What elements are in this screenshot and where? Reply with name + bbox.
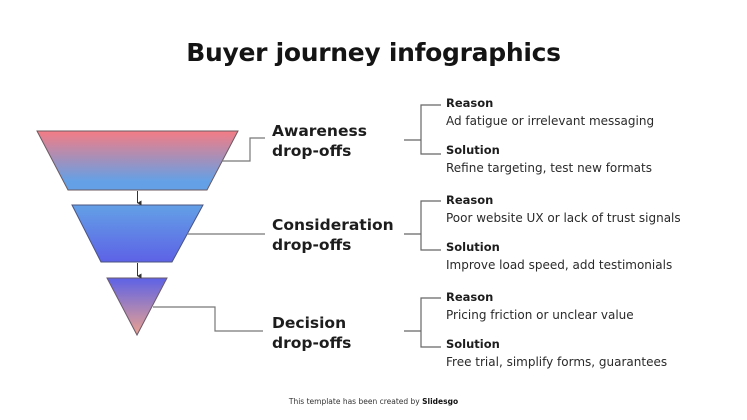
solution-text: Refine targeting, test new formats <box>446 161 652 175</box>
reason-text: Ad fatigue or irrelevant messaging <box>446 114 655 128</box>
reason-text: Pricing friction or unclear value <box>446 308 634 322</box>
stage-label-decision: Decision drop-offs <box>272 313 351 353</box>
reason-heading: Reason <box>446 193 494 207</box>
funnel-tier-consideration <box>71 204 204 263</box>
stage-label-line1: Decision <box>272 314 347 332</box>
solution-heading: Solution <box>446 240 500 254</box>
connector-decision <box>153 306 263 332</box>
bracket-awareness <box>404 104 441 155</box>
footer-credit: This template has been created by Slides… <box>0 397 747 406</box>
stage-label-line1: Consideration <box>272 216 394 234</box>
reason-heading: Reason <box>446 96 494 110</box>
stage-label-line1: Awareness <box>272 122 367 140</box>
connector-awareness <box>222 137 265 162</box>
stage-label-consideration: Consideration drop-offs <box>272 215 394 255</box>
bracket-decision <box>404 297 441 348</box>
reason-heading: Reason <box>446 290 494 304</box>
stage-label-line2: drop-offs <box>272 142 352 160</box>
stage-label-awareness: Awareness drop-offs <box>272 121 367 161</box>
stage-label-line2: drop-offs <box>272 334 352 352</box>
reason-text: Poor website UX or lack of trust signals <box>446 211 681 225</box>
solution-text: Free trial, simplify forms, guarantees <box>446 355 668 369</box>
detail-block-decision: Reason Pricing friction or unclear value… <box>446 289 667 373</box>
stage-label-line2: drop-offs <box>272 236 352 254</box>
solution-heading: Solution <box>446 337 500 351</box>
solution-text: Improve load speed, add testimonials <box>446 258 673 272</box>
page-title: Buyer journey infographics <box>186 38 561 67</box>
funnel-tier-awareness <box>36 130 239 191</box>
detail-block-awareness: Reason Ad fatigue or irrelevant messagin… <box>446 95 654 179</box>
footer-brand: Slidesgo <box>422 397 459 406</box>
solution-heading: Solution <box>446 143 500 157</box>
bracket-consideration <box>404 200 441 251</box>
detail-block-consideration: Reason Poor website UX or lack of trust … <box>446 192 681 276</box>
footer-prefix: This template has been created by <box>288 397 420 406</box>
